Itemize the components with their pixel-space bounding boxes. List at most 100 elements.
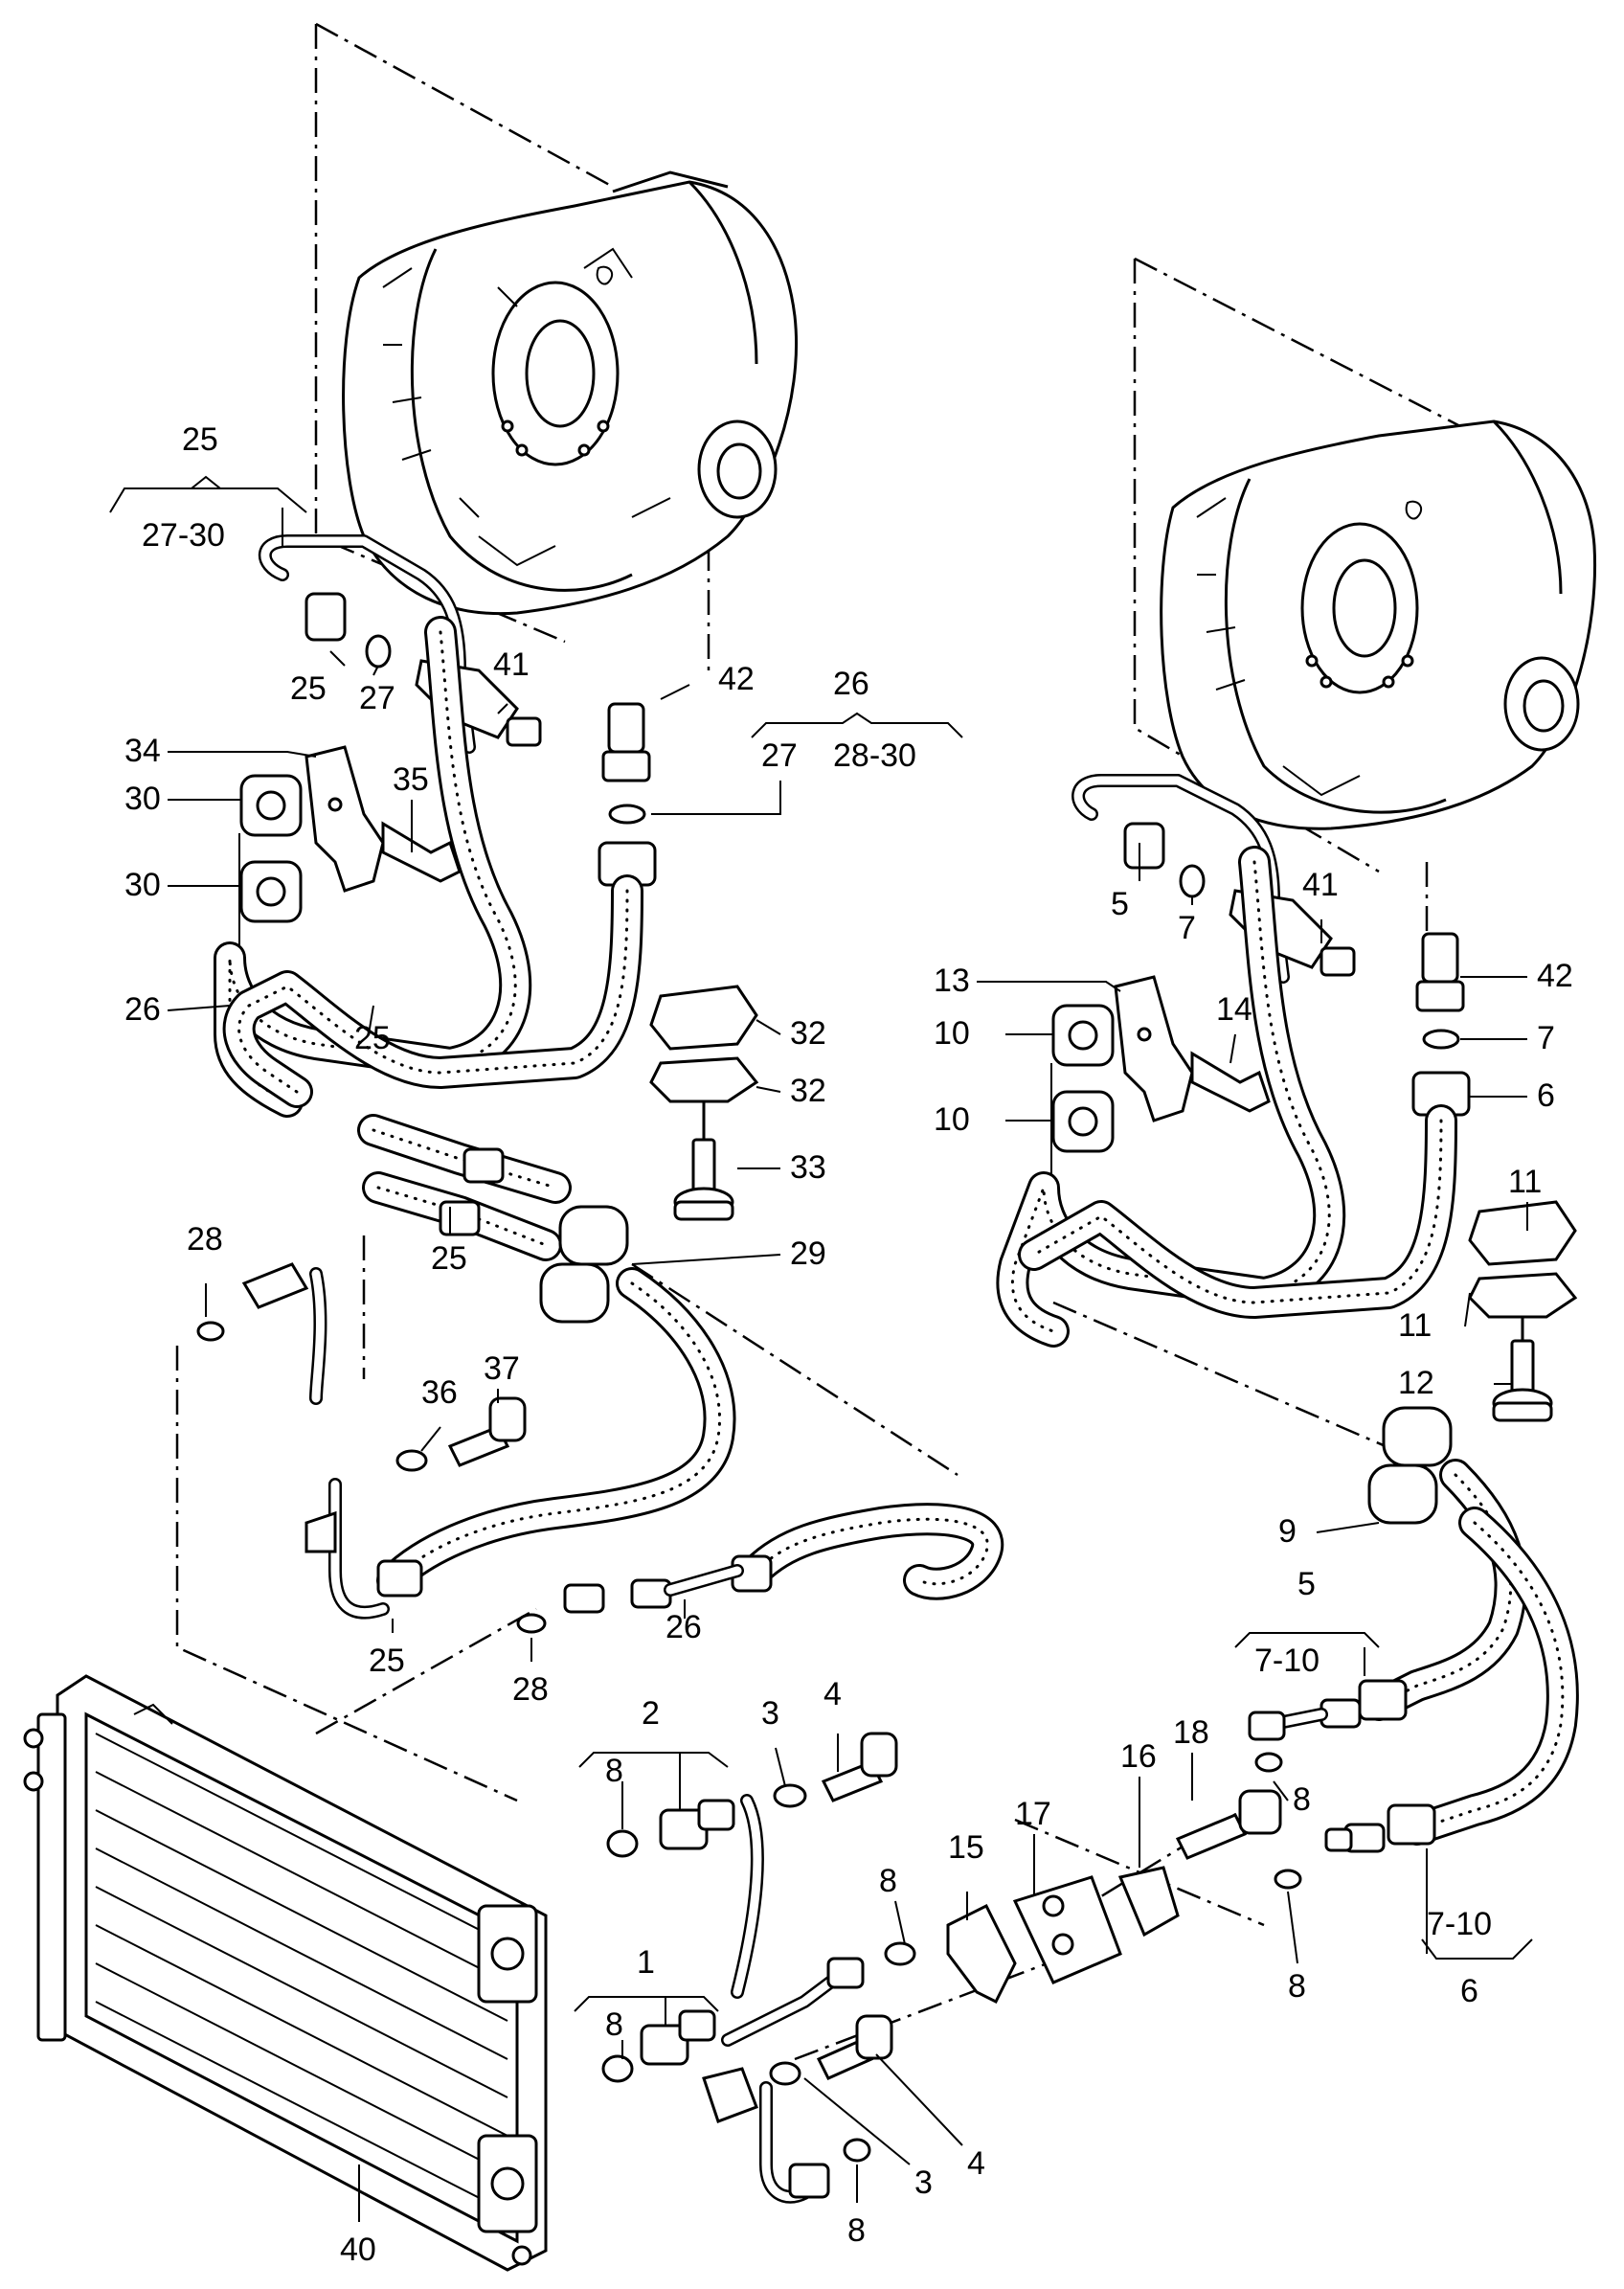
- callout-25-mid: 25: [354, 1020, 391, 1056]
- callout-11-b: 11: [1398, 1307, 1432, 1344]
- callout-42-a: 42: [718, 661, 755, 697]
- plate-17: [1012, 1875, 1122, 1984]
- callout-29: 29: [790, 1235, 826, 1272]
- callout-34: 34: [124, 733, 161, 769]
- callout-41-a: 41: [493, 646, 530, 683]
- right-hoses: [996, 846, 1457, 1348]
- connector-42b: [1421, 932, 1459, 984]
- clamp-11: [1468, 1200, 1578, 1422]
- callout-18: 18: [1173, 1714, 1209, 1751]
- lower-left-pipe: [196, 1262, 547, 1634]
- callout-4-b: 4: [967, 2145, 985, 2182]
- callout-28-30-top: 28-30: [833, 737, 916, 774]
- callout-27-30-top: 27-30: [142, 517, 225, 554]
- transmission-housing-left: [342, 170, 799, 616]
- bracket-13: [1114, 975, 1194, 1122]
- callout-labels: 25 27-30 25 27 41 42 26 27 28-30 34 30 3…: [124, 421, 1573, 2268]
- callout-33: 33: [790, 1149, 826, 1186]
- callout-7-10-b: 7-10: [1427, 1906, 1492, 1942]
- washer-3: [773, 1783, 807, 1808]
- callout-14: 14: [1216, 991, 1252, 1028]
- callout-3-b: 3: [914, 2164, 933, 2201]
- callout-12: 12: [1398, 1365, 1434, 1401]
- callout-26-left: 26: [124, 991, 161, 1028]
- seal-ring-27b: [608, 804, 646, 825]
- callout-25-low: 25: [369, 1643, 405, 1679]
- upper-left-hoses: [214, 616, 643, 1118]
- callout-27-b: 27: [761, 737, 798, 774]
- callout-13: 13: [934, 963, 970, 999]
- upper-left-fittings: [258, 534, 657, 887]
- callout-leaders: [109, 475, 1533, 2222]
- callout-8-d: 8: [1288, 1968, 1306, 2005]
- callout-25-nut: 25: [290, 670, 327, 707]
- bolt-18: [1175, 1813, 1248, 1860]
- callout-8-f: 8: [847, 2212, 866, 2249]
- seal-ring-27: [365, 634, 392, 669]
- bolt-35: [381, 821, 462, 883]
- callout-16: 16: [1120, 1738, 1157, 1775]
- callout-17: 17: [1015, 1796, 1051, 1832]
- callout-41-b: 41: [1302, 867, 1339, 903]
- right-lower-hoses: [1248, 1406, 1579, 1890]
- washer-28: [516, 1613, 547, 1634]
- washer-36: [395, 1449, 428, 1472]
- callout-30-a: 30: [124, 781, 161, 817]
- callout-8-b: 8: [1293, 1781, 1311, 1818]
- callout-42-b: 42: [1537, 958, 1573, 994]
- callout-15: 15: [948, 1829, 984, 1866]
- callout-37: 37: [484, 1350, 520, 1387]
- lower-fittings: [601, 1732, 916, 2204]
- callout-10-a: 10: [934, 1015, 970, 1052]
- callout-7-b: 7: [1537, 1020, 1555, 1056]
- upper-left-bracket: [238, 745, 462, 948]
- callout-28-a: 28: [187, 1221, 223, 1258]
- callout-32-b: 32: [790, 1073, 826, 1109]
- callout-32-a: 32: [790, 1015, 826, 1052]
- callout-6: 6: [1537, 1077, 1555, 1114]
- callout-26-low: 26: [665, 1609, 702, 1645]
- right-bracket: [1050, 975, 1271, 1178]
- callout-8-c: 8: [879, 1863, 897, 1899]
- callout-25-top: 25: [182, 421, 218, 458]
- callout-8-a: 8: [605, 1753, 623, 1789]
- callout-8-e: 8: [605, 2006, 623, 2043]
- callout-9: 9: [1278, 1513, 1297, 1550]
- union-nut-25: [304, 592, 347, 642]
- connector-42: [607, 702, 645, 754]
- middle-hoses: [357, 1114, 1004, 1614]
- callout-5-grp: 5: [1297, 1566, 1316, 1602]
- callout-36: 36: [421, 1374, 458, 1411]
- plate-15: [946, 1903, 1017, 2005]
- bolt-14: [1190, 1051, 1271, 1113]
- dash-dot-leaders: [175, 22, 1461, 2061]
- callout-35: 35: [393, 761, 429, 798]
- grommet-9: [1382, 1406, 1453, 1467]
- clamp-32: [649, 985, 759, 1221]
- callout-25-hose: 25: [431, 1240, 467, 1277]
- callout-2: 2: [642, 1695, 660, 1732]
- callout-40: 40: [340, 2232, 376, 2268]
- bracket-34: [304, 745, 385, 893]
- grommet-29: [558, 1205, 629, 1266]
- callout-6-grp: 6: [1460, 1973, 1478, 2009]
- connector-plates: [946, 1789, 1282, 2005]
- callout-11-a: 11: [1508, 1164, 1542, 1200]
- radiator-40: [23, 1674, 548, 2272]
- washer-8: [606, 1829, 639, 1858]
- callout-3-a: 3: [761, 1695, 779, 1732]
- callout-28-b: 28: [512, 1671, 549, 1708]
- callout-7-a: 7: [1178, 910, 1196, 946]
- callout-10-b: 10: [934, 1101, 970, 1138]
- union-nut-5: [1123, 822, 1165, 870]
- callout-4-a: 4: [823, 1676, 842, 1712]
- plate-16: [1117, 1866, 1180, 1938]
- callout-5-nut: 5: [1111, 886, 1129, 922]
- callout-27-a: 27: [359, 680, 395, 716]
- callout-30-b: 30: [124, 867, 161, 903]
- callout-7-10-a: 7-10: [1254, 1643, 1320, 1679]
- callout-1: 1: [637, 1944, 655, 1981]
- transmission-housing-right: [1160, 419, 1597, 830]
- callout-26-top: 26: [833, 666, 869, 702]
